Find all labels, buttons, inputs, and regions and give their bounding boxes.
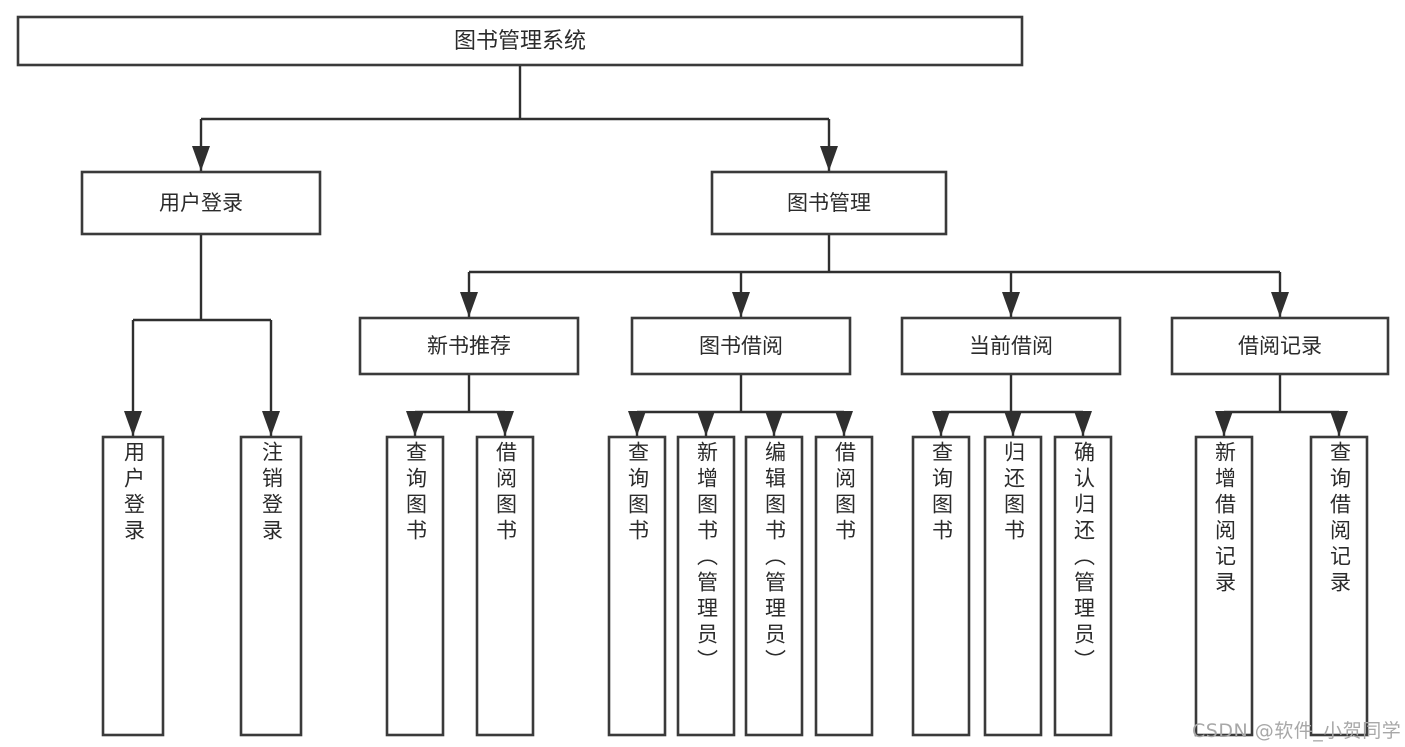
conn-book-borrow-arrow-2 — [765, 411, 783, 436]
conn-current-borrow-arrow-0 — [932, 411, 950, 436]
conn-book-borrow-arrow-0 — [628, 411, 646, 436]
connector-layer — [124, 65, 1348, 436]
node-user-login-label: 用户登录 — [159, 191, 243, 215]
leaf-leaf-add-record[interactable] — [1194, 435, 1254, 737]
conn-current-borrow-arrow-1 — [1004, 411, 1022, 436]
leaf-leaf-user-login[interactable] — [101, 435, 165, 737]
node-current-borrow-label: 当前借阅 — [969, 334, 1053, 358]
leaf-leaf-query-record[interactable] — [1309, 435, 1369, 737]
conn-book-borrow-arrow-1 — [697, 411, 715, 436]
conn-current-borrow-arrow-2 — [1074, 411, 1092, 436]
leaf-leaf-query-book-3[interactable] — [911, 435, 971, 737]
box-layer — [16, 15, 1390, 737]
conn-user-login-arrow-1 — [262, 411, 280, 436]
node-user-login[interactable] — [80, 170, 322, 236]
leaf-leaf-return-book[interactable] — [983, 435, 1043, 737]
conn-book-manage-arrow-1 — [732, 292, 750, 317]
node-book-manage-label: 图书管理 — [787, 191, 871, 215]
conn-book-manage-arrow-3 — [1271, 292, 1289, 317]
leaf-leaf-borrow-book-2[interactable] — [814, 435, 874, 737]
leaf-leaf-add-book[interactable] — [676, 435, 736, 737]
node-new-book-rec[interactable] — [358, 316, 580, 376]
conn-new-book-rec-arrow-1 — [496, 411, 514, 436]
leaf-leaf-borrow-book-1[interactable] — [475, 435, 535, 737]
conn-book-manage-arrow-2 — [1002, 292, 1020, 317]
conn-book-manage-arrow-0 — [460, 292, 478, 317]
conn-book-borrow-arrow-3 — [835, 411, 853, 436]
conn-root-arrow-1 — [820, 146, 838, 171]
node-book-borrow-label: 图书借阅 — [699, 334, 783, 358]
leaf-leaf-query-book-2[interactable] — [607, 435, 667, 737]
node-book-manage[interactable] — [710, 170, 948, 236]
conn-root-arrow-0 — [192, 146, 210, 171]
node-root-label: 图书管理系统 — [454, 29, 586, 54]
conn-user-login-arrow-0 — [124, 411, 142, 436]
leaf-leaf-edit-book[interactable] — [744, 435, 804, 737]
conn-new-book-rec-arrow-0 — [406, 411, 424, 436]
conn-borrow-record-arrow-0 — [1215, 411, 1233, 436]
node-current-borrow[interactable] — [900, 316, 1122, 376]
conn-borrow-record-arrow-1 — [1330, 411, 1348, 436]
leaf-leaf-query-book-1[interactable] — [385, 435, 445, 737]
node-new-book-rec-label: 新书推荐 — [427, 334, 511, 358]
leaf-leaf-logout[interactable] — [239, 435, 303, 737]
node-borrow-record[interactable] — [1170, 316, 1390, 376]
leaf-leaf-confirm-return[interactable] — [1053, 435, 1113, 737]
node-book-borrow[interactable] — [630, 316, 852, 376]
node-borrow-record-label: 借阅记录 — [1238, 334, 1322, 358]
node-root[interactable] — [16, 15, 1024, 67]
